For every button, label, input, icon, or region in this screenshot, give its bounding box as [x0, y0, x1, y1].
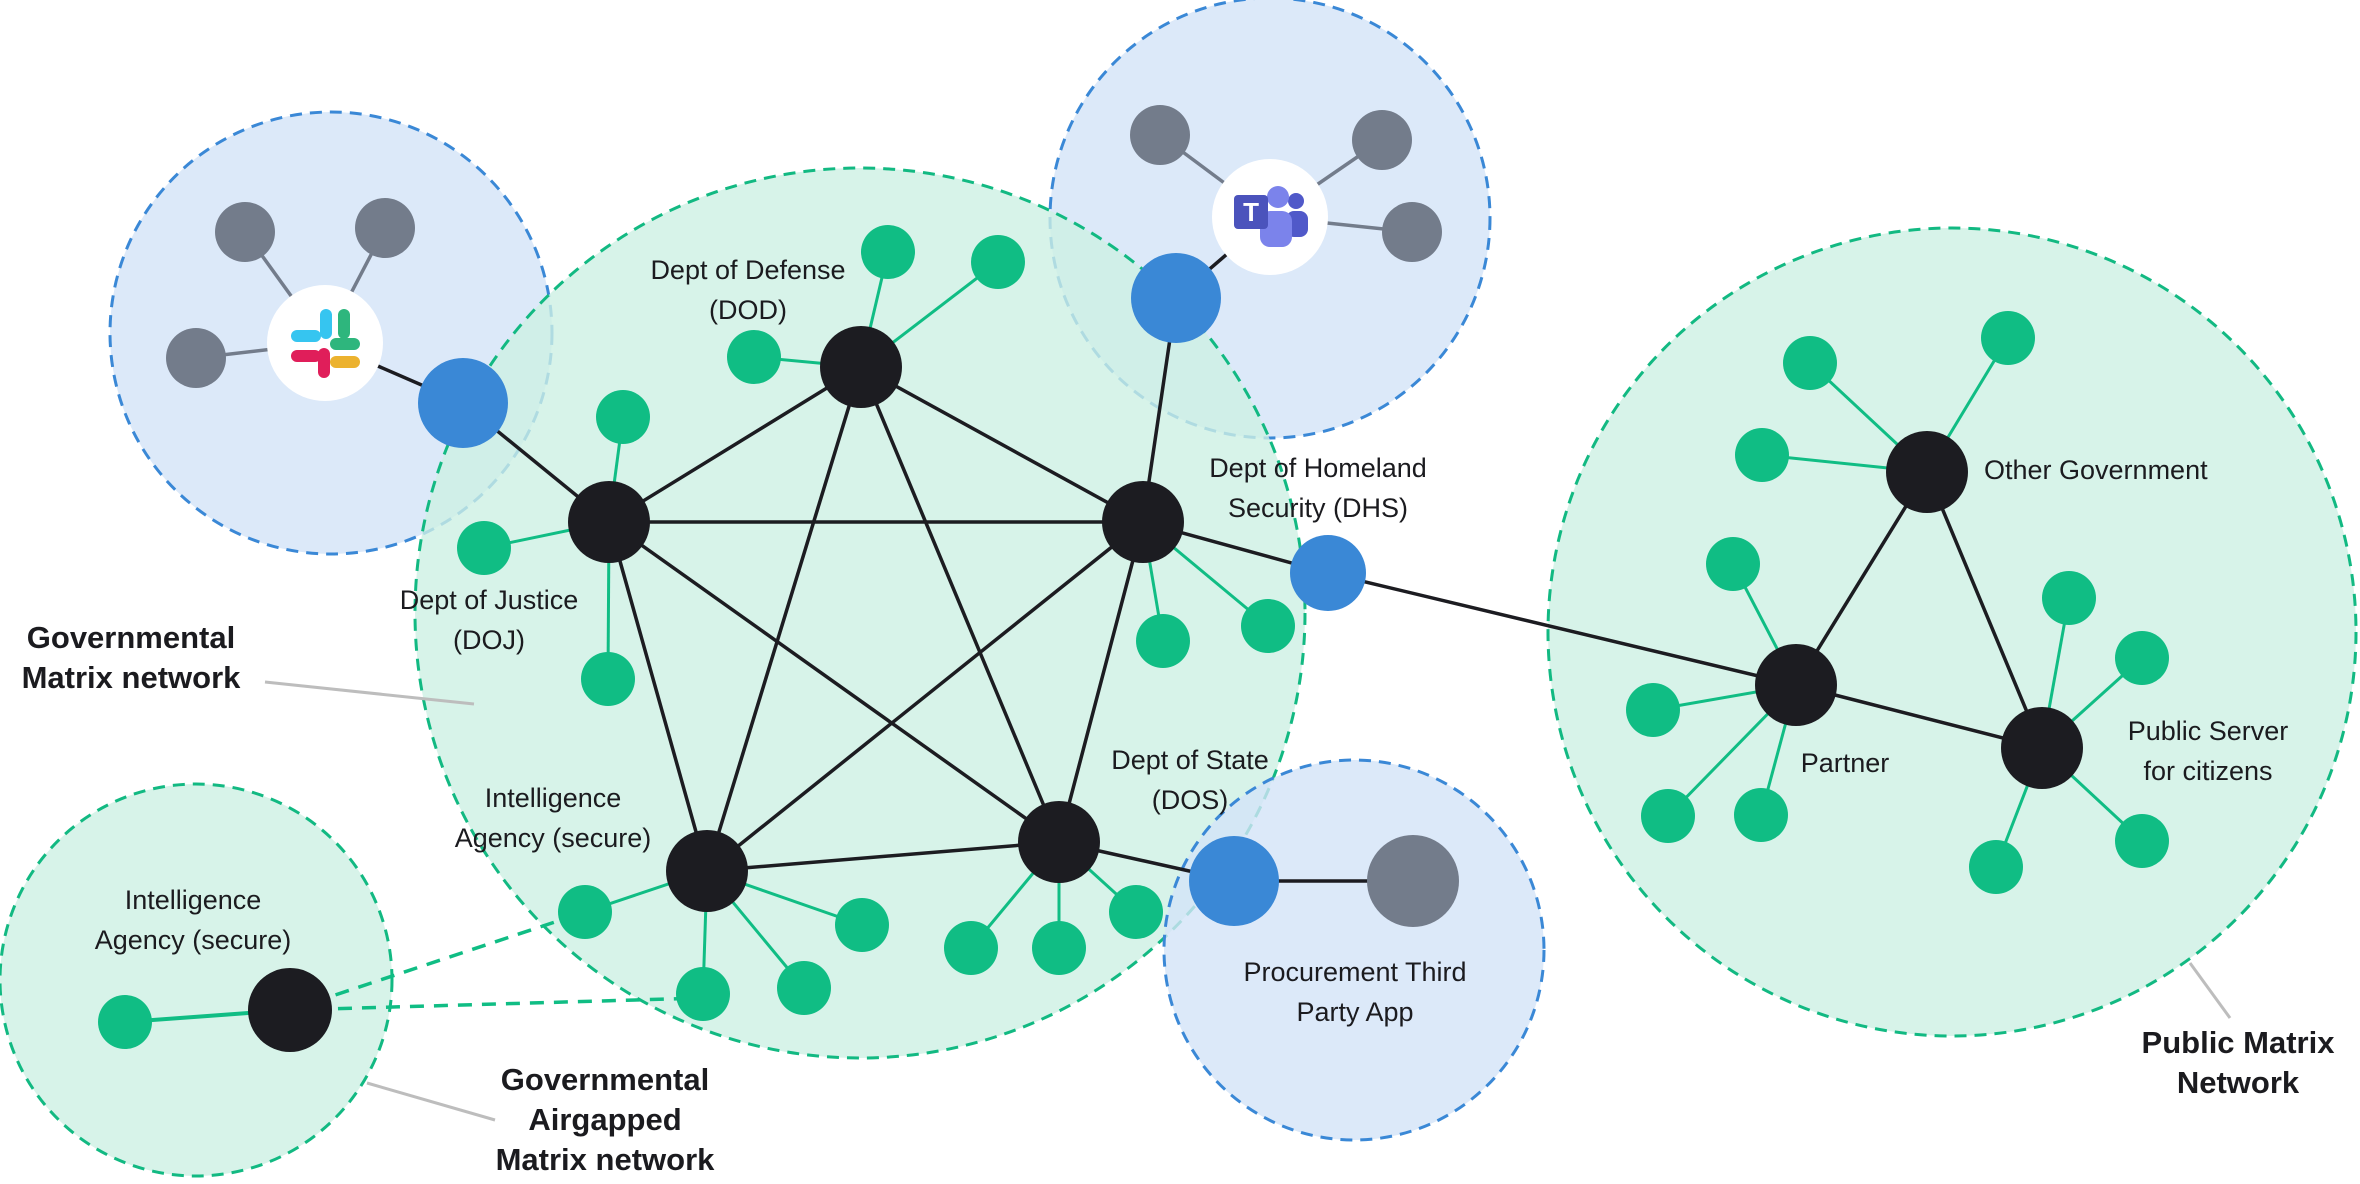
leaf-node — [1783, 336, 1837, 390]
user-node — [1352, 110, 1412, 170]
procurement-bridge-node — [1189, 836, 1279, 926]
edge-dod-dhs — [860, 365, 1144, 524]
leaf-node — [1109, 885, 1163, 939]
node-intelligence-airgapped — [248, 968, 332, 1052]
edge-other-partner — [1794, 471, 1929, 686]
leaf-node — [1241, 599, 1295, 653]
label-dept-of-defense: Dept of Defense(DOD) — [650, 255, 846, 325]
leaf-node — [1969, 840, 2023, 894]
edge-other-pub — [1925, 471, 2044, 749]
leaf-node — [1706, 537, 1760, 591]
leaf-node — [1734, 788, 1788, 842]
node-partner — [1755, 644, 1837, 726]
node-doj — [568, 481, 650, 563]
leaf-node — [558, 885, 612, 939]
leaf-node — [944, 921, 998, 975]
node-dod — [820, 326, 902, 408]
leaf-node — [2042, 571, 2096, 625]
slack-logo-icon — [267, 285, 383, 401]
pointer-airgapped-network — [366, 1081, 496, 1122]
user-node — [215, 202, 275, 262]
region-public-network — [1546, 226, 2358, 1038]
dhs-bridge-node — [1290, 535, 1366, 611]
user-node — [1382, 202, 1442, 262]
leaf-node — [835, 898, 889, 952]
edge-dhs-dos — [1057, 521, 1145, 843]
leaf-node — [457, 521, 511, 575]
node-intelligence-agency — [666, 830, 748, 912]
label-dept-of-justice: Dept of Justice(DOJ) — [399, 585, 579, 655]
node-dhs — [1102, 481, 1184, 563]
node-dos — [1018, 801, 1100, 883]
user-node — [166, 328, 226, 388]
edge-dod-doj — [608, 365, 862, 524]
leaf-node — [1032, 921, 1086, 975]
edge-intel-dos — [706, 840, 1060, 873]
leaf-node — [581, 652, 635, 706]
pointer-public-network — [2188, 962, 2232, 1019]
label-other-government: Other Government — [1984, 455, 2208, 485]
edge-dod-dos — [859, 366, 1061, 843]
teams-bridge-node — [1131, 253, 1221, 343]
leaf-node — [861, 225, 915, 279]
region-airgapped-network — [0, 782, 394, 1178]
leaf-node — [777, 961, 831, 1015]
teams-letter-glyph: T — [1243, 197, 1259, 227]
leaf-node — [971, 235, 1025, 289]
edge-dhs-intel — [705, 520, 1145, 873]
leaf-node — [1735, 428, 1789, 482]
edge-partner-pub — [1795, 683, 2043, 750]
node-other-government — [1886, 431, 1968, 513]
leaf-node — [596, 390, 650, 444]
leaf-node — [1626, 683, 1680, 737]
procurement-app-node — [1367, 835, 1459, 927]
leaf-node — [1981, 311, 2035, 365]
user-node — [355, 198, 415, 258]
edge-doj-intel — [607, 521, 709, 872]
user-node — [1130, 105, 1190, 165]
leaf-node — [98, 995, 152, 1049]
node-public-server — [2001, 707, 2083, 789]
edge-airgap-dashed-1 — [289, 910, 586, 1012]
label-partner: Partner — [1800, 748, 1890, 778]
label-dept-of-state: Dept of State(DOS) — [1111, 745, 1269, 815]
slack-bridge-node — [418, 358, 508, 448]
leaf-node — [2115, 814, 2169, 868]
leaf-node — [1136, 614, 1190, 668]
edge-dod-intel — [705, 366, 863, 872]
leaf-node — [2115, 631, 2169, 685]
edge-doj-dos — [607, 520, 1061, 844]
leaf-node — [727, 330, 781, 384]
leaf-node — [1641, 789, 1695, 843]
pointer-governmental-network — [264, 680, 475, 706]
edge-dhsBridge-partner — [1327, 571, 1797, 687]
edge-airgap-dashed-2 — [289, 996, 704, 1012]
microsoft-teams-logo-icon: T — [1212, 159, 1328, 275]
leaf-node — [676, 967, 730, 1021]
